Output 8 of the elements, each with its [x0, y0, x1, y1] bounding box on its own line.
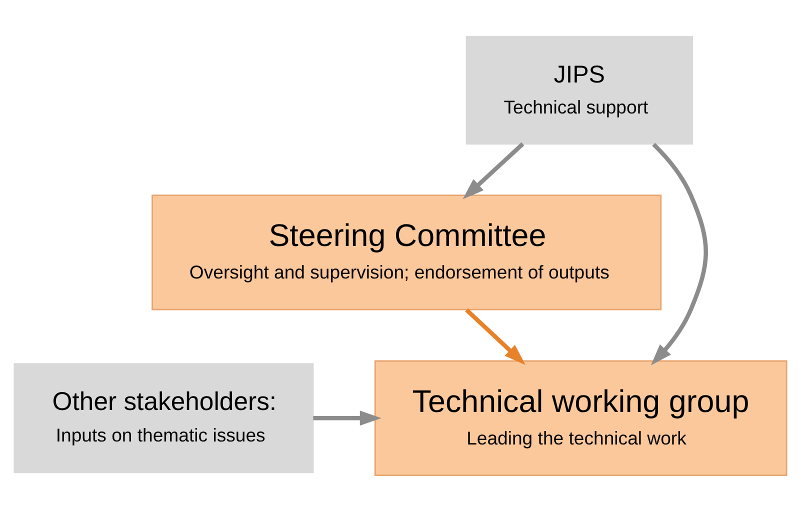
node-box: Technical working group Leading the technical work: [374, 360, 788, 476]
arrow: [650, 142, 708, 365]
node-box: Other stakeholders: Inputs on thematic issues: [14, 362, 314, 473]
arrow: [465, 308, 526, 364]
node-box: JIPS Technical support: [466, 36, 693, 144]
arrow: [462, 142, 524, 199]
arrow: [313, 410, 382, 426]
node-box: Steering Committee Oversight and supervision; endorsement of outputs: [152, 194, 662, 310]
